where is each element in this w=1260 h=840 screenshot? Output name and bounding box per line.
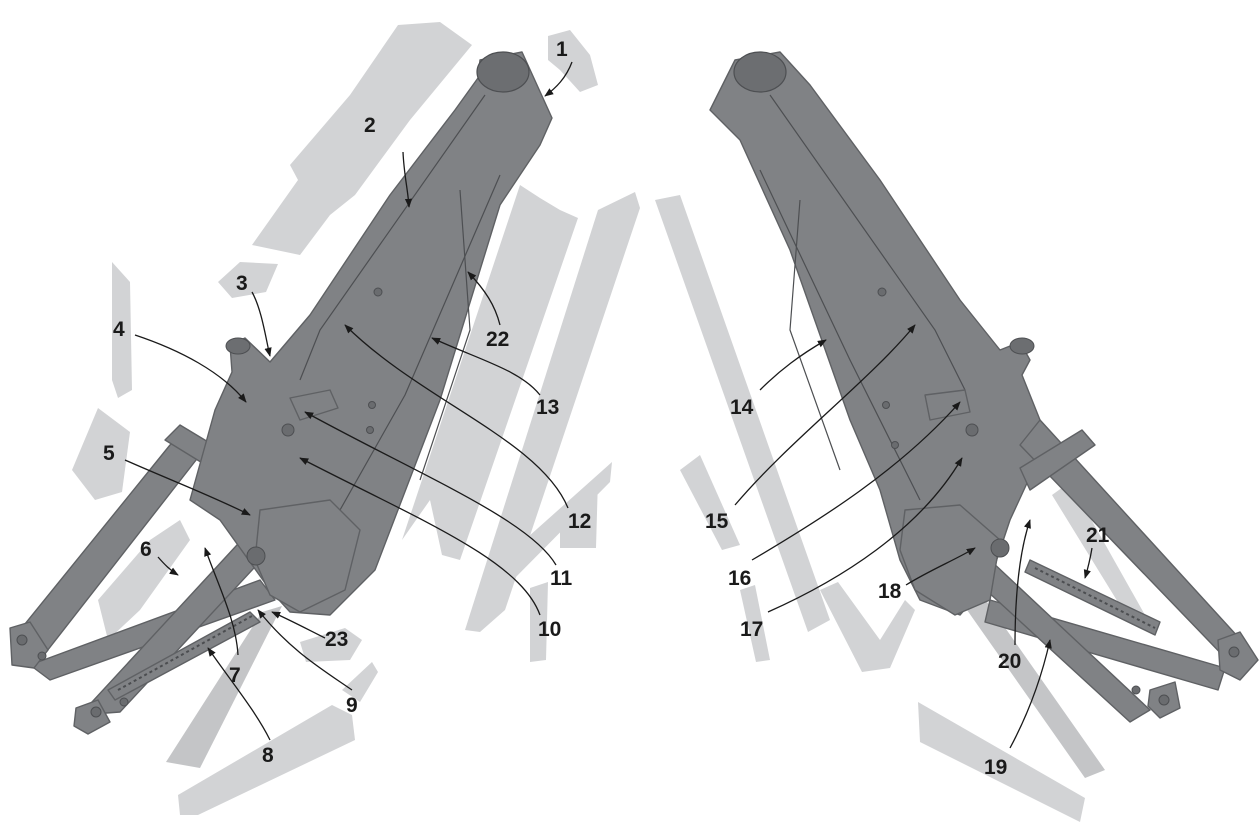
decal-20-long: [960, 592, 1105, 778]
right-callouts: 14 15 16 17 18 19 20 21: [705, 396, 1110, 779]
left-bottom-bracket: [254, 499, 361, 613]
callout-22: 22: [486, 328, 509, 351]
right-shock-mount: [924, 389, 971, 421]
callout-14: 14: [730, 396, 754, 419]
decal-8-strip: [178, 705, 355, 815]
callout-1: 1: [556, 38, 568, 61]
callout-8: 8: [262, 744, 274, 767]
callout-20: 20: [998, 650, 1021, 673]
decal-chainstay-long: [166, 606, 282, 768]
right-rocker-link: [1019, 429, 1096, 491]
callout-11: 11: [550, 567, 573, 590]
decal-3: [218, 262, 278, 298]
callout-15: 15: [705, 510, 729, 533]
callout-18: 18: [878, 580, 902, 603]
callout-10: 10: [538, 618, 561, 641]
decal-15: [680, 455, 740, 550]
right-frame-view: 14 15 16 17 18 19 20 21: [655, 51, 1259, 822]
callout-4: 4: [113, 318, 125, 341]
decal-6: [98, 520, 190, 640]
callout-3: 3: [236, 272, 248, 295]
callout-9: 9: [346, 694, 358, 717]
decal-18: [820, 582, 915, 672]
decal-12: [560, 478, 598, 548]
callout-21: 21: [1086, 524, 1110, 547]
callout-7: 7: [229, 664, 241, 687]
decal-10: [530, 582, 548, 662]
left-callouts: 1 2 3 4 5 6 7 8 9 10 11 12 13 22 23: [103, 38, 591, 767]
decal-5: [72, 408, 130, 500]
left-shock-mount: [289, 389, 339, 421]
right-chainstay-guard: [1024, 559, 1161, 636]
callout-2: 2: [364, 114, 376, 137]
decal-21: [1052, 482, 1145, 625]
left-main-frame: [189, 51, 553, 616]
right-decals: [655, 195, 1145, 822]
callout-12: 12: [568, 510, 591, 533]
left-decals: [72, 22, 640, 815]
right-frame: [709, 51, 1259, 723]
callout-16: 16: [728, 567, 751, 590]
left-frame-view: 1 2 3 4 5 6 7 8 9 10 11 12 13 22 23: [9, 22, 640, 815]
decal-13: [402, 185, 578, 560]
right-bottom-bracket: [899, 504, 1001, 616]
left-head-tube-top: [476, 51, 530, 93]
decal-1: [548, 30, 598, 92]
callout-17: 17: [740, 618, 763, 641]
right-head-tube-top: [733, 51, 787, 93]
right-main-frame: [709, 51, 1041, 616]
decal-16: [740, 585, 770, 662]
decal-23: [300, 628, 362, 662]
callout-6: 6: [140, 538, 152, 561]
decal-2: [252, 22, 472, 255]
left-leaders: [124, 61, 573, 741]
decal-9: [342, 662, 378, 702]
decal-11: [500, 462, 612, 585]
callout-5: 5: [103, 442, 115, 465]
left-frame: [9, 51, 553, 735]
decal-14: [655, 195, 830, 632]
callout-13: 13: [536, 396, 559, 419]
right-leaders: [734, 324, 1093, 749]
right-dropout: [1217, 631, 1259, 681]
decal-19: [918, 702, 1085, 822]
left-dropout-lower: [73, 699, 111, 735]
decal-4: [112, 262, 132, 398]
callout-19: 19: [984, 756, 1007, 779]
callout-23: 23: [325, 628, 348, 651]
left-chainstay-guard: [107, 611, 261, 701]
